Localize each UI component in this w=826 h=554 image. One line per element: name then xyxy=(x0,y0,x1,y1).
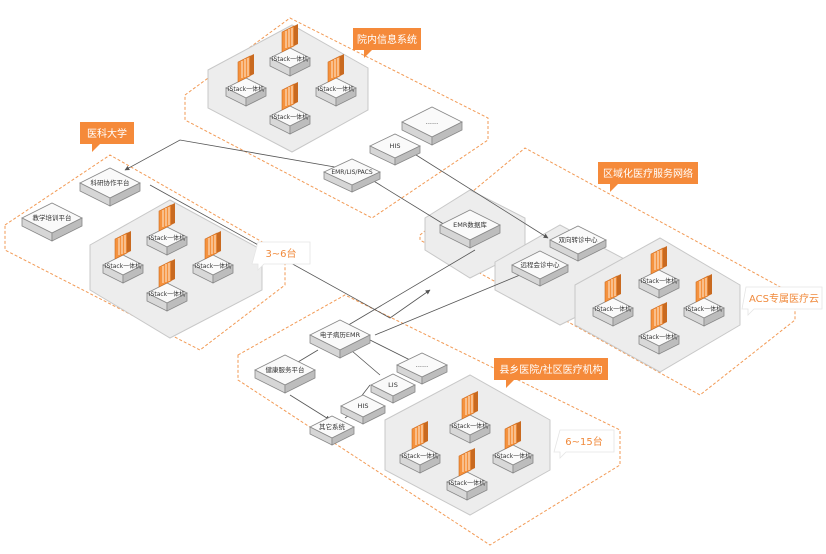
note-univ-count: 3~6台 xyxy=(251,241,311,271)
region-county xyxy=(237,294,621,546)
callout-county: 县乡医院/社区医疗机构 xyxy=(494,358,608,388)
note-county-count: 6~15台 xyxy=(553,429,615,459)
region-regional xyxy=(419,147,796,396)
istack-unit: iStack一体机 xyxy=(492,420,534,474)
node-his-top-label: HIS xyxy=(390,142,401,150)
istack-unit: iStack一体机 xyxy=(592,273,634,327)
istack-unit: iStack一体机 xyxy=(399,420,441,474)
node-dots-top: ...... xyxy=(401,106,463,146)
link-univ-to-emrdb xyxy=(149,184,431,319)
node-health-service: 健康服务平台 xyxy=(254,354,316,394)
node-ehr: 电子病历EMR xyxy=(309,319,371,359)
istack-label: iStack一体机 xyxy=(495,452,531,460)
link-remote-to-ehr xyxy=(374,274,521,336)
callout-county-text: 县乡医院/社区医疗机构 xyxy=(499,363,602,376)
node-emr-lis-pacs-label: EMR/LIS/PACS xyxy=(331,169,373,176)
link-emrdb-to-ehr xyxy=(339,249,476,331)
node-his-top: HIS xyxy=(369,133,421,166)
istack-label: iStack一体机 xyxy=(195,262,231,270)
istack-label: iStack一体机 xyxy=(149,290,185,298)
node-other-sys-label: 其它系统 xyxy=(319,422,346,431)
node-teaching-label: 教学培训平台 xyxy=(33,213,72,222)
callout-hospital-info: 院内信息系统 xyxy=(353,28,421,58)
istack-unit: iStack一体机 xyxy=(269,23,311,77)
node-remote-consult-label: 远程会诊中心 xyxy=(521,260,561,269)
istack-unit: iStack一体机 xyxy=(146,258,188,312)
istack-unit: iStack一体机 xyxy=(146,202,188,256)
dashed-regions xyxy=(4,17,796,546)
istack-units: iStack一体机 iStack一体机 iStack一体机 iStack一体机 … xyxy=(102,23,725,501)
istack-unit: iStack一体机 xyxy=(446,447,488,501)
notes: 3~6台 ACS专属医疗云 6~15台 xyxy=(251,241,823,459)
platform-county-cluster xyxy=(384,374,551,516)
node-dots-mid: ...... xyxy=(396,352,448,385)
link-his-to-referral xyxy=(404,147,549,239)
istack-label: iStack一体机 xyxy=(686,305,722,313)
istack-label: iStack一体机 xyxy=(228,85,264,93)
istack-label: iStack一体机 xyxy=(105,262,141,270)
callout-hospital-info-text: 院内信息系统 xyxy=(357,33,417,46)
istack-label: iStack一体机 xyxy=(452,422,488,430)
link-pacs-to-emrdb xyxy=(371,179,451,229)
note-univ-count-text: 3~6台 xyxy=(265,247,296,260)
node-lis-label: LIS xyxy=(388,381,398,389)
link-health-to-other xyxy=(289,394,331,421)
node-dots-top-label: ...... xyxy=(426,118,438,126)
callouts: 院内信息系统 医科大学 区域化医疗服务网络 县乡医院/社区医疗机构 xyxy=(80,28,698,388)
node-research-label: 科研协作平台 xyxy=(91,178,130,187)
istack-label: iStack一体机 xyxy=(449,479,485,487)
node-dual-referral: 双向转诊中心 xyxy=(549,225,607,262)
callout-medical-univ: 医科大学 xyxy=(80,122,134,152)
region-university xyxy=(4,154,286,351)
istack-label: iStack一体机 xyxy=(149,234,185,242)
node-health-service-label: 健康服务平台 xyxy=(266,365,305,374)
callout-regional: 区域化医疗服务网络 xyxy=(598,162,698,192)
callout-medical-univ-text: 医科大学 xyxy=(87,127,127,140)
link-hospital-to-university xyxy=(124,139,353,171)
istack-unit: iStack一体机 xyxy=(192,230,234,284)
istack-label: iStack一体机 xyxy=(595,305,631,313)
node-emr-db: EMR数据库 xyxy=(439,209,501,249)
system-boxes: ...... HIS EMR/LIS/PACS 科研协作平台 教学培训平台 xyxy=(21,106,607,446)
region-hospital xyxy=(184,17,489,219)
istack-unit: iStack一体机 xyxy=(683,273,725,327)
node-dual-referral-label: 双向转诊中心 xyxy=(559,235,599,244)
node-emr-lis-pacs: EMR/LIS/PACS xyxy=(323,158,381,193)
node-his-low-label: HIS xyxy=(358,402,369,410)
node-his-low: HIS xyxy=(340,394,386,425)
node-research: 科研协作平台 xyxy=(79,167,141,207)
istack-unit: iStack一体机 xyxy=(638,301,680,355)
istack-label: iStack一体机 xyxy=(402,452,438,460)
istack-unit: iStack一体机 xyxy=(638,245,680,299)
note-acs-text: ACS专属医疗云 xyxy=(749,292,819,305)
node-emr-db-label: EMR数据库 xyxy=(453,220,487,229)
node-lis: LIS xyxy=(370,373,416,404)
istack-label: iStack一体机 xyxy=(272,113,308,121)
istack-label: iStack一体机 xyxy=(318,85,354,93)
node-other-sys: 其它系统 xyxy=(309,415,355,446)
note-county-count-text: 6~15台 xyxy=(565,435,602,448)
callout-regional-text: 区域化医疗服务网络 xyxy=(603,167,693,180)
node-ehr-label: 电子病历EMR xyxy=(320,330,361,339)
istack-unit: iStack一体机 xyxy=(449,390,491,444)
node-teaching: 教学培训平台 xyxy=(21,202,83,242)
istack-unit: iStack一体机 xyxy=(102,230,144,284)
node-dots-mid-label: ...... xyxy=(416,361,428,369)
platform-acs xyxy=(574,237,741,373)
istack-label: iStack一体机 xyxy=(272,55,308,63)
istack-label: iStack一体机 xyxy=(641,277,677,285)
istack-unit: iStack一体机 xyxy=(269,81,311,135)
istack-unit: iStack一体机 xyxy=(225,53,267,107)
istack-unit: iStack一体机 xyxy=(315,53,357,107)
istack-label: iStack一体机 xyxy=(641,333,677,341)
node-remote-consult: 远程会诊中心 xyxy=(511,250,569,287)
note-acs: ACS专属医疗云 xyxy=(741,286,823,316)
